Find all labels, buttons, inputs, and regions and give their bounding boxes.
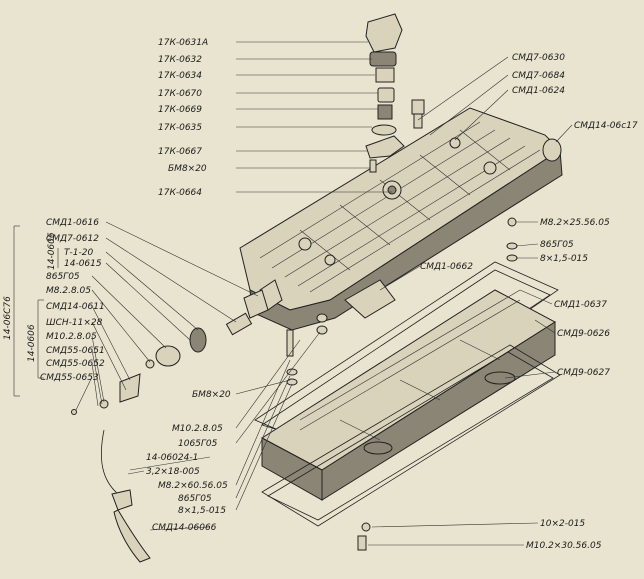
- label-smd7-0630: СМД7-0630: [512, 53, 565, 63]
- label-865g05-left: 865Г05: [46, 272, 80, 282]
- label-shsn-11x28: ШСН-11×28: [46, 318, 103, 328]
- fasteners: [286, 217, 518, 551]
- label-smd55-0653: СМД55-0653: [40, 373, 99, 383]
- label-865g05-right: 865Г05: [540, 240, 574, 250]
- label-smd14-06c17: СМД14-06с17: [574, 121, 638, 131]
- label-m8-2x60: М8.2×60.56.05: [158, 481, 228, 491]
- label-14-0615: 14-0615: [64, 259, 102, 269]
- label-1065g05: 1065Г05: [178, 439, 218, 449]
- label-17k-0669: 17К-0669: [158, 105, 202, 115]
- label-14-06024-1: 14-06024-1: [146, 453, 198, 463]
- label-m10-2-8-05-left: М10.2.8.05: [46, 332, 97, 342]
- label-smd55-0651: СМД55-0651: [46, 346, 105, 356]
- label-14-0606-small: 14-0606: [47, 232, 57, 270]
- label-smd1-0624: СМД1-0624: [512, 86, 565, 96]
- label-17k-0631a: 17К-0631А: [158, 38, 208, 48]
- label-smd1-0662: СМД1-0662: [420, 262, 473, 272]
- label-bm8x20-mid: БМ8×20: [192, 390, 231, 400]
- label-865g05-bottom: 865Г05: [178, 494, 212, 504]
- label-smd1-0616: СМД1-0616: [46, 218, 99, 228]
- label-m8-2-8-05: М8.2.8.05: [46, 286, 91, 296]
- label-smd7-0612: СМД7-0612: [46, 234, 99, 244]
- label-8x1-5-right: 8×1,5-015: [540, 254, 588, 264]
- label-m10-2x30: М10.2×30.56.05: [526, 541, 602, 551]
- label-bm8x20-top: БМ8×20: [168, 164, 207, 174]
- label-smd1-0637: СМД1-0637: [554, 300, 607, 310]
- label-17k-0664: 17К-0664: [158, 188, 202, 198]
- label-3-2x18: 3,2×18-005: [146, 467, 200, 477]
- label-14-06c76-vertical: 14-06С76: [3, 296, 13, 340]
- label-17k-0635: 17К-0635: [158, 123, 202, 133]
- label-smd55-0652: СМД55-0652: [46, 359, 105, 369]
- label-m8-2x25: М8.2×25.56.05: [540, 218, 610, 228]
- label-smd14-06066: СМД14-06066: [152, 523, 217, 533]
- leader-lines: [13, 41, 573, 546]
- label-smd7-0684: СМД7-0684: [512, 71, 565, 81]
- label-14-0606-vertical: 14-0606: [27, 324, 37, 362]
- breather-stack: [365, 13, 425, 173]
- label-smd9-0626: СМД9-0626: [557, 329, 610, 339]
- label-17k-0667: 17К-0667: [158, 147, 202, 157]
- label-smd14-0611: СМД14-0611: [46, 302, 105, 312]
- label-17k-0670: 17К-0670: [158, 89, 202, 99]
- label-17k-0632: 17К-0632: [158, 55, 202, 65]
- label-smd9-0627: СМД9-0627: [557, 368, 610, 378]
- oil-filler-parts: [71, 289, 269, 563]
- label-8x1-5-bottom: 8×1,5-015: [178, 506, 226, 516]
- part-labels: 17К-0631А 17К-0632 17К-0634 17К-0670 17К…: [3, 38, 638, 551]
- rocker-housing: [254, 261, 561, 527]
- label-t-1-20: Т-1-20: [64, 248, 93, 258]
- label-17k-0634: 17К-0634: [158, 71, 202, 81]
- label-m10-2-8-05-center: М10.2.8.05: [172, 424, 223, 434]
- label-10x2-015: 10×2-015: [540, 519, 585, 529]
